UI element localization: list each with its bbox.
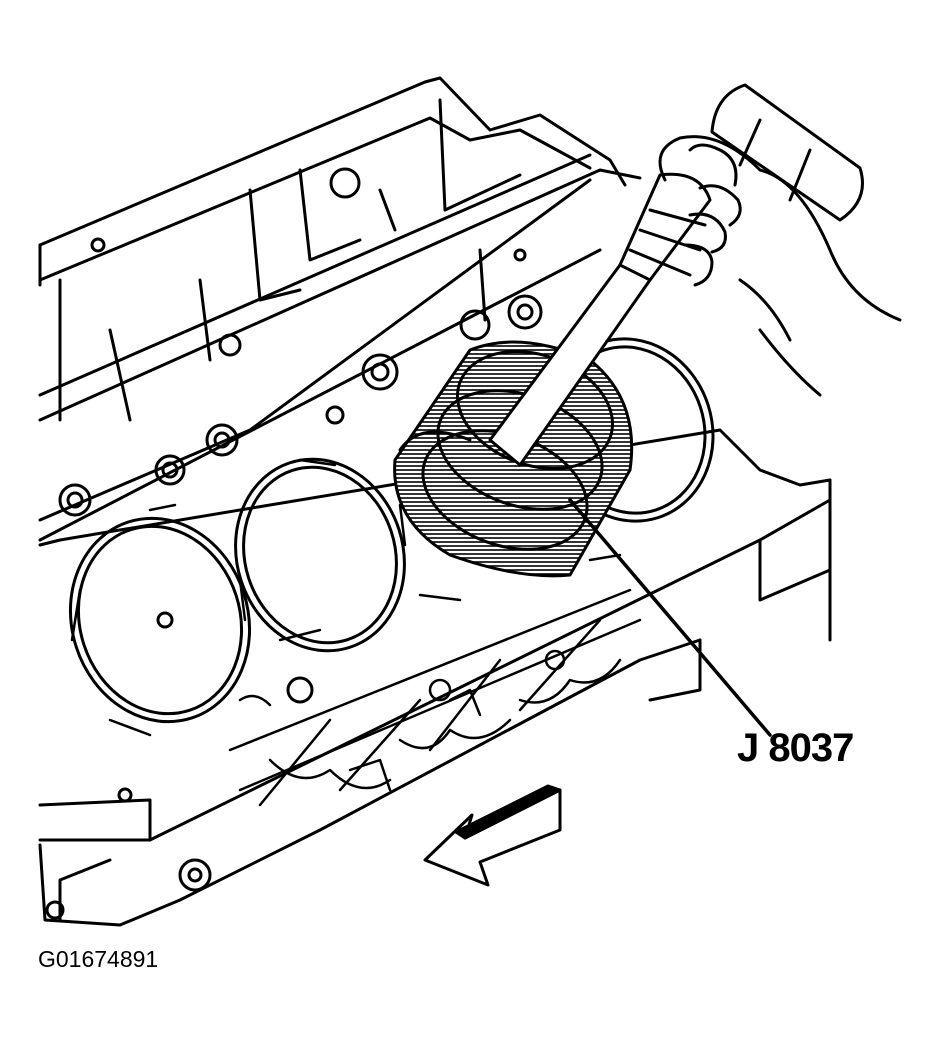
- bolt-holes: [45, 167, 543, 920]
- front-direction-arrow: [423, 784, 562, 887]
- hammer-handle: [488, 172, 712, 467]
- block-outline: [38, 76, 832, 927]
- hammer-head: [710, 83, 864, 222]
- cylinder-bores: [68, 337, 715, 724]
- figure-id: G01674891: [38, 946, 159, 972]
- tool-callout-label: J 8037: [737, 726, 854, 770]
- hand: [658, 135, 902, 397]
- callout-leader-line: [568, 498, 772, 737]
- lifter-valley: [228, 588, 642, 807]
